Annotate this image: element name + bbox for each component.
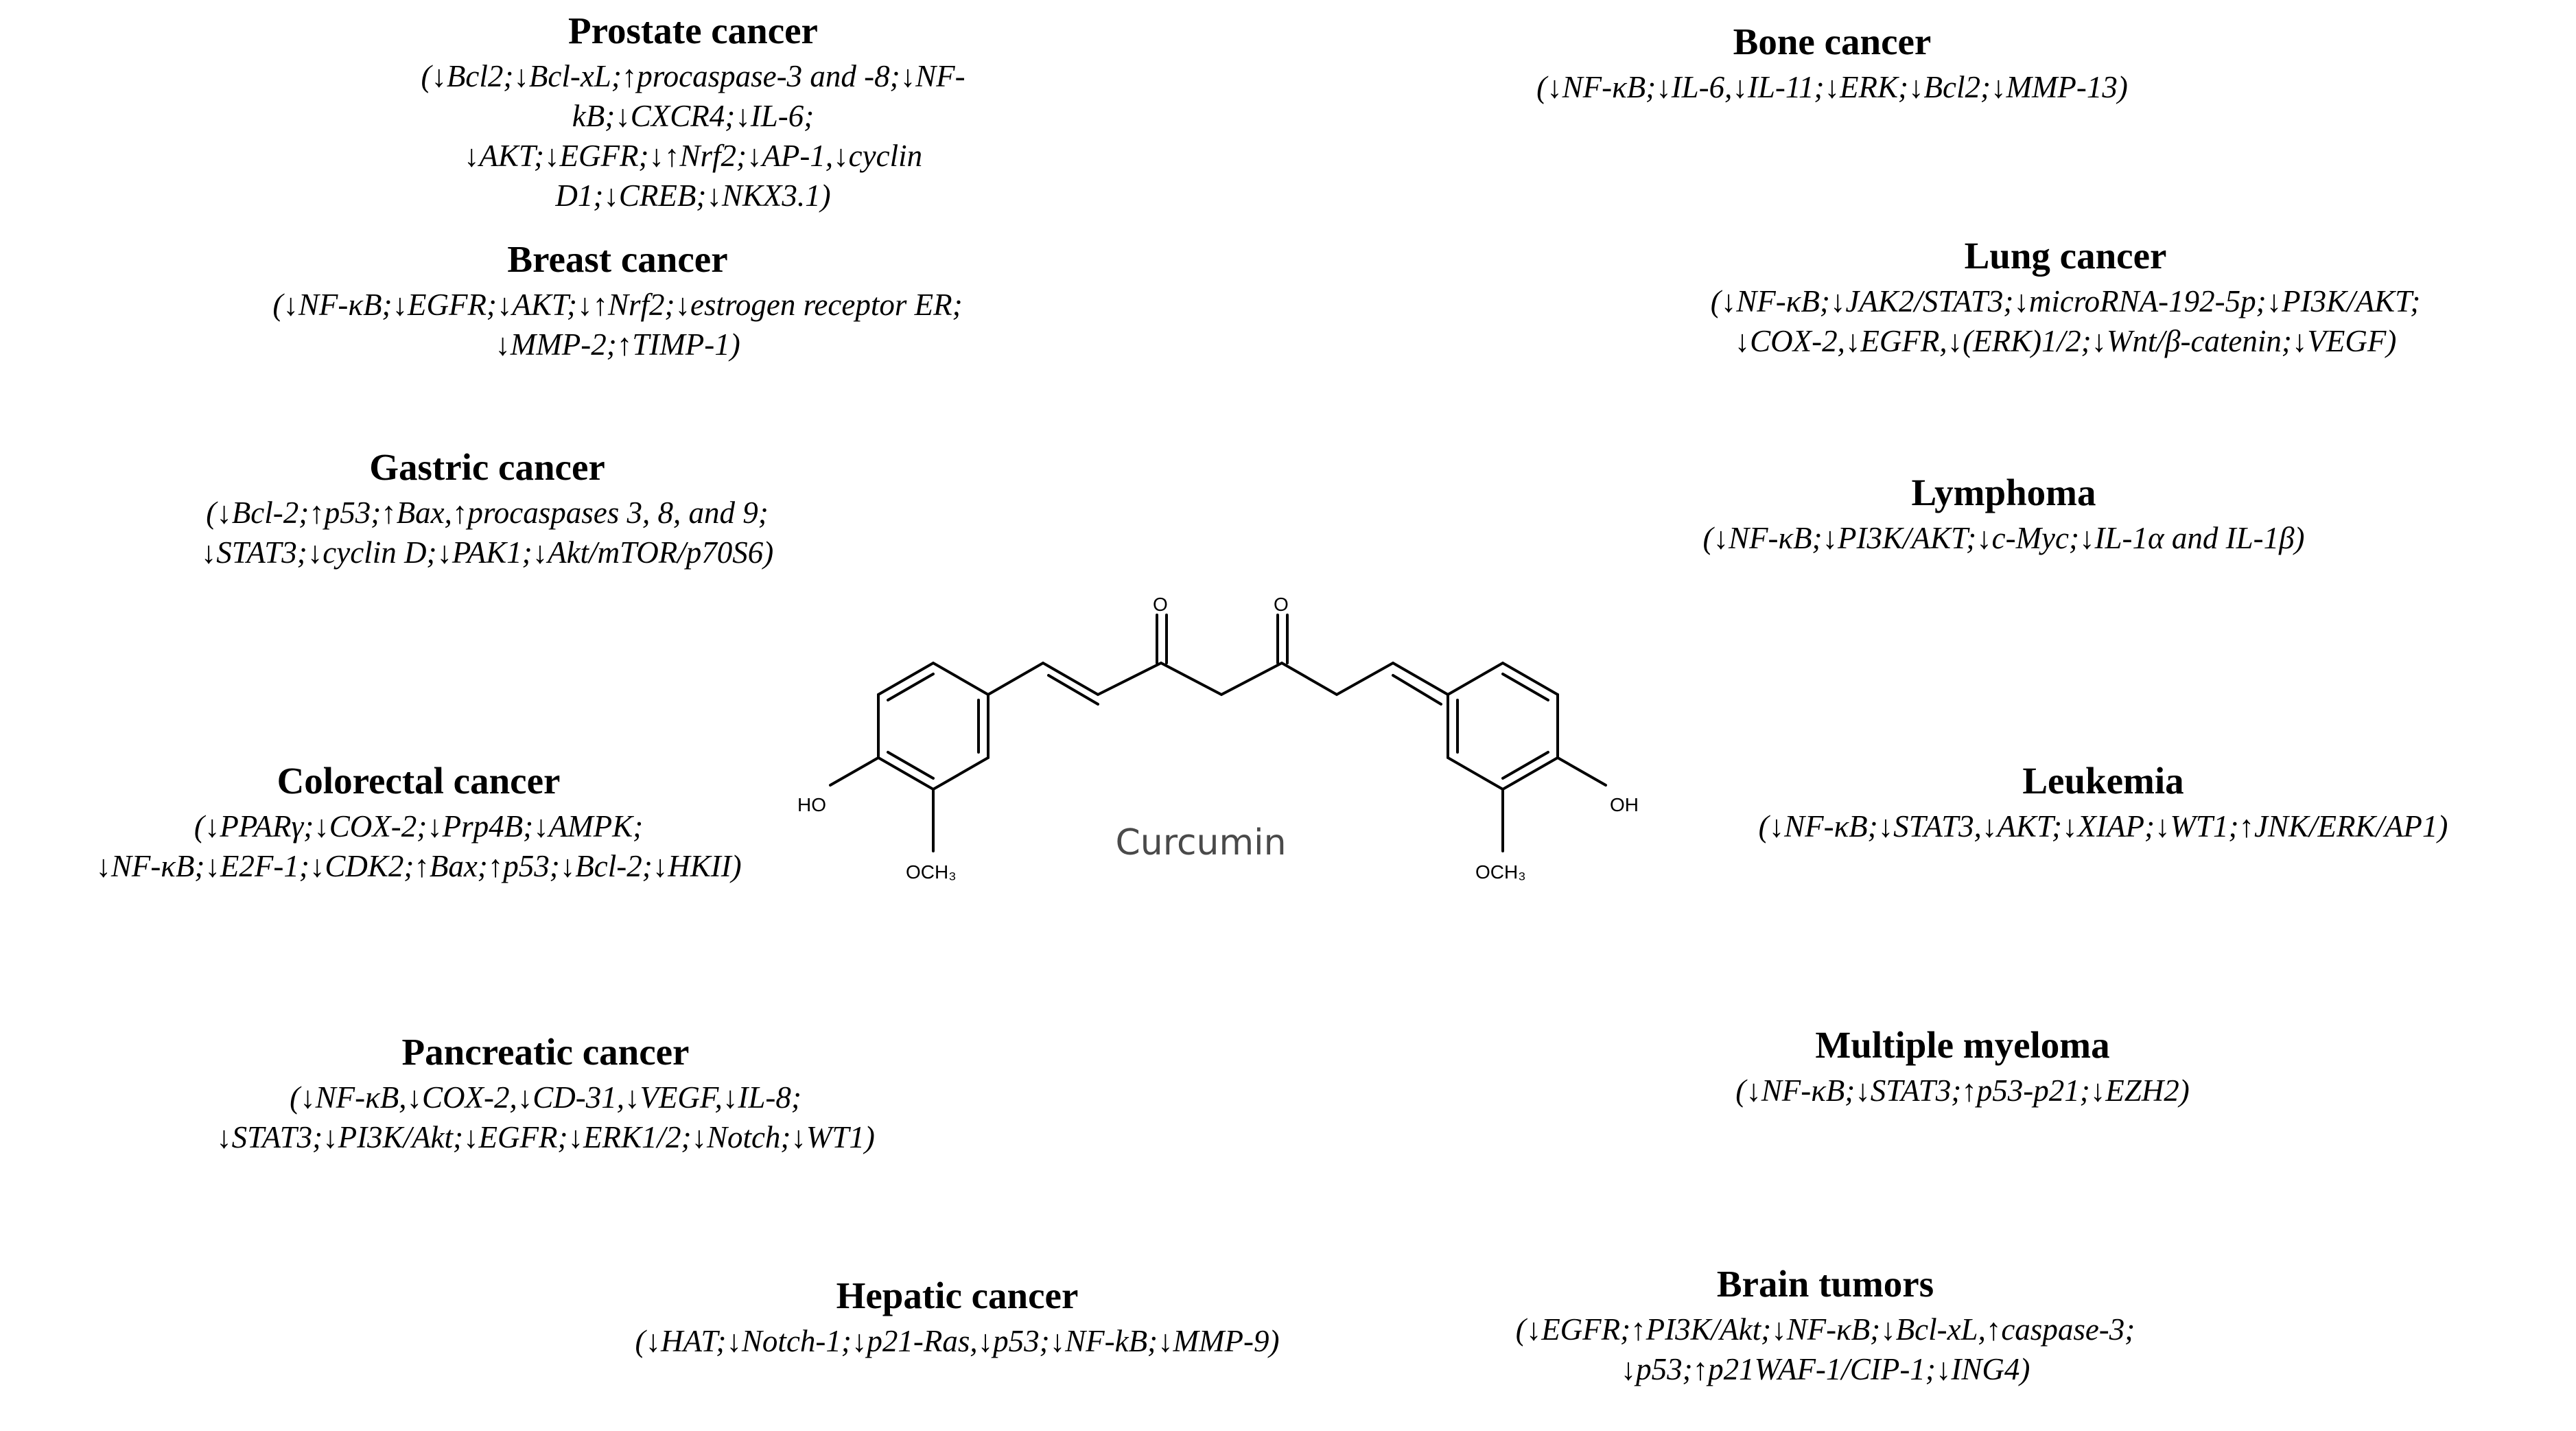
right-ring-double-bond-1 <box>1501 673 1549 701</box>
prostate-cancer-targets-line1: (↓Bcl2;↓Bcl-xL;↑procaspase-3 and -8;↓NF-… <box>421 59 965 133</box>
hepatic-cancer-targets-line1: (↓HAT;↓Notch-1;↓p21-Ras,↓p53;↓NF-kB;↓MMP… <box>635 1324 1280 1358</box>
gastric-cancer-block: Gastric cancer (↓Bcl-2;↑p53;↑Bax,↑procas… <box>89 445 885 572</box>
right-hydroxyl-bond <box>1556 756 1607 787</box>
pancreatic-cancer-targets-line2: ↓STAT3;↓PI3K/Akt;↓EGFR;↓ERK1/2;↓Notch;↓W… <box>216 1120 875 1154</box>
brain-tumors-targets-line1: (↓EGFR;↑PI3K/Akt;↓NF-κB;↓Bcl-xL,↑caspase… <box>1515 1312 2135 1347</box>
prostate-cancer-targets-line2: ↓AKT;↓EGFR;↓↑Nrf2;↓AP-1,↓cyclin D1;↓CREB… <box>463 139 923 213</box>
bone-cancer-targets-line1: (↓NF-κB;↓IL-6,↓IL-11;↓ERK;↓Bcl2;↓MMP-13) <box>1536 70 2128 104</box>
prostate-cancer-title: Prostate cancer <box>568 10 818 51</box>
lymphoma-targets-line1: (↓NF-κB;↓PI3K/AKT;↓c-Myc;↓IL-1α and IL-1… <box>1702 521 2305 555</box>
prostate-cancer-block: Prostate cancer (↓Bcl2;↓Bcl-xL;↑procaspa… <box>323 8 1064 216</box>
curcumin-label: Curcumin <box>1115 822 1287 863</box>
left-carbonyl-oxygen: O <box>1153 594 1168 615</box>
left-alkene-double-bond <box>1047 674 1099 706</box>
bone-cancer-title: Bone cancer <box>1733 21 1932 62</box>
gastric-cancer-targets-line1: (↓Bcl-2;↑p53;↑Bax,↑procaspases 3, 8, and… <box>206 496 769 530</box>
multiple-myeloma-title: Multiple myeloma <box>1815 1024 2110 1066</box>
gastric-cancer-targets-line2: ↓STAT3;↓cyclin D;↓PAK1;↓Akt/mTOR/p70S6) <box>200 535 774 570</box>
breast-cancer-targets-line1: (↓NF-κB;↓EGFR;↓AKT;↓↑Nrf2;↓estrogen rece… <box>272 288 963 322</box>
left-benzene-ring <box>877 661 990 791</box>
left-hydroxyl-label: HO <box>797 794 826 815</box>
right-ring-double-bond-3 <box>1501 751 1549 780</box>
left-ring-double-bond-1 <box>887 673 935 701</box>
lung-cancer-title: Lung cancer <box>1964 235 2167 277</box>
pancreatic-cancer-targets-line1: (↓NF-κB,↓COX-2,↓CD-31,↓VEGF,↓IL-8; <box>290 1080 801 1115</box>
hepatic-cancer-block: Hepatic cancer (↓HAT;↓Notch-1;↓p21-Ras,↓… <box>535 1273 1379 1361</box>
left-methoxy-label: OCH₃ <box>906 861 957 883</box>
hepatic-cancer-title: Hepatic cancer <box>836 1275 1079 1316</box>
colorectal-cancer-title: Colorectal cancer <box>277 760 561 802</box>
breast-cancer-targets-line2: ↓MMP-2;↑TIMP-1) <box>495 327 740 362</box>
lymphoma-block: Lymphoma (↓NF-κB;↓PI3K/AKT;↓c-Myc;↓IL-1α… <box>1606 470 2402 558</box>
colorectal-cancer-targets-line2: ↓NF-κB;↓E2F-1;↓CDK2;↑Bax;↑p53;↓Bcl-2;↓HK… <box>95 849 742 883</box>
curcumin-structure-drawing: HO OCH₃ O O OH OCH₃ <box>797 594 1639 883</box>
multiple-myeloma-targets-line1: (↓NF-κB;↓STAT3;↑p53-p21;↓EZH2) <box>1735 1073 2190 1108</box>
right-methoxy-label: OCH₃ <box>1475 861 1526 883</box>
bone-cancer-block: Bone cancer (↓NF-κB;↓IL-6,↓IL-11;↓ERK;↓B… <box>1407 19 2258 107</box>
colorectal-cancer-block: Colorectal cancer (↓PPARγ;↓COX-2;↓Prp4B;… <box>7 758 830 886</box>
leukemia-title: Leukemia <box>2022 760 2184 802</box>
heptadienone-chain <box>987 661 1449 697</box>
lung-cancer-targets-line1: (↓NF-κB;↓JAK2/STAT3;↓microRNA-192-5p;↓PI… <box>1710 284 2421 318</box>
right-carbonyl-oxygen: O <box>1274 594 1289 615</box>
left-ring-double-bond-3 <box>887 751 935 780</box>
curcumin-structure: HO OCH₃ O O OH OCH₃ <box>782 577 1688 947</box>
lung-cancer-block: Lung cancer (↓NF-κB;↓JAK2/STAT3;↓microRN… <box>1619 233 2511 361</box>
right-hydroxyl-label: OH <box>1610 794 1639 815</box>
left-hydroxyl-bond <box>829 756 880 787</box>
colorectal-cancer-targets-line1: (↓PPARγ;↓COX-2;↓Prp4B;↓AMPK; <box>194 809 644 844</box>
lymphoma-title: Lymphoma <box>1911 472 2096 513</box>
brain-tumors-targets-line2: ↓p53;↑p21WAF-1/CIP-1;↓ING4) <box>1620 1352 2030 1386</box>
brain-tumors-title: Brain tumors <box>1716 1263 1934 1305</box>
multiple-myeloma-block: Multiple myeloma (↓NF-κB;↓STAT3;↑p53-p21… <box>1599 1023 2326 1110</box>
pancreatic-cancer-title: Pancreatic cancer <box>401 1031 690 1073</box>
lung-cancer-targets-line2: ↓COX-2,↓EGFR,↓(ERK)1/2;↓Wnt/β-catenin;↓V… <box>1734 324 2397 358</box>
right-alkene-double-bond <box>1392 674 1442 706</box>
brain-tumors-block: Brain tumors (↓EGFR;↑PI3K/Akt;↓NF-κB;↓Bc… <box>1414 1261 2237 1389</box>
breast-cancer-block: Breast cancer (↓NF-κB;↓EGFR;↓AKT;↓↑Nrf2;… <box>172 237 1064 364</box>
right-benzene-ring <box>1447 661 1559 791</box>
breast-cancer-title: Breast cancer <box>507 238 728 280</box>
gastric-cancer-title: Gastric cancer <box>369 446 605 488</box>
leukemia-block: Leukemia (↓NF-κB;↓STAT3,↓AKT;↓XIAP;↓WT1;… <box>1647 758 2560 846</box>
leukemia-targets-line1: (↓NF-κB;↓STAT3,↓AKT;↓XIAP;↓WT1;↑JNK/ERK/… <box>1758 809 2448 844</box>
pancreatic-cancer-block: Pancreatic cancer (↓NF-κB,↓COX-2,↓CD-31,… <box>89 1029 1002 1157</box>
